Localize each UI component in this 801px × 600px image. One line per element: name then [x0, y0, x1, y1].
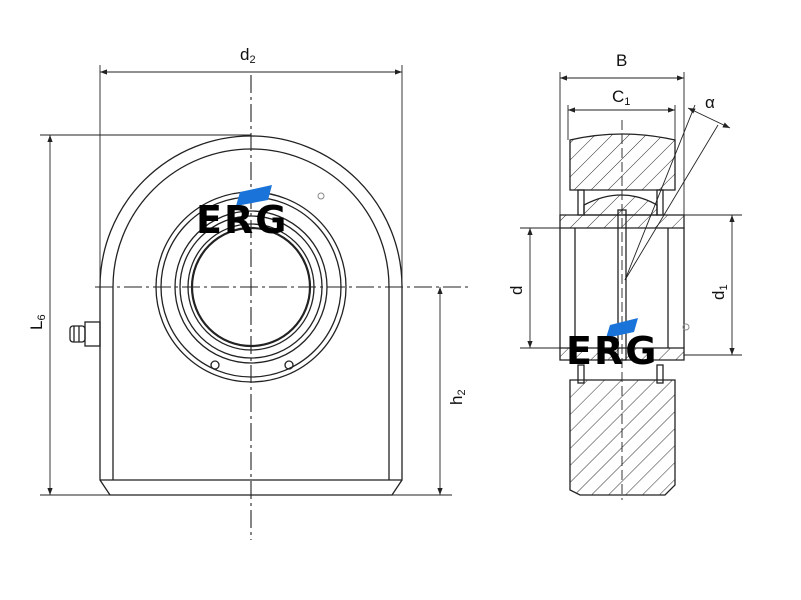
center-lines [95, 75, 470, 540]
dimension-lines [40, 65, 452, 496]
label-d2: d2 [240, 45, 256, 66]
svg-text:ERG: ERG [196, 198, 288, 242]
label-alpha: α [705, 93, 715, 112]
label-C1: C1 [612, 87, 630, 108]
grease-nipple [69, 321, 101, 347]
brand-logo-section: ERG [566, 318, 690, 373]
section-view [559, 104, 731, 500]
section-dimension-lines [520, 72, 742, 356]
label-d1: d1 [709, 284, 730, 300]
label-B: B [616, 51, 627, 70]
label-h2: h2 [447, 389, 468, 405]
brand-logo: ERG [196, 185, 325, 242]
label-d: d [507, 286, 526, 295]
svg-text:ERG: ERG [566, 329, 658, 373]
label-L6: L6 [27, 314, 48, 330]
